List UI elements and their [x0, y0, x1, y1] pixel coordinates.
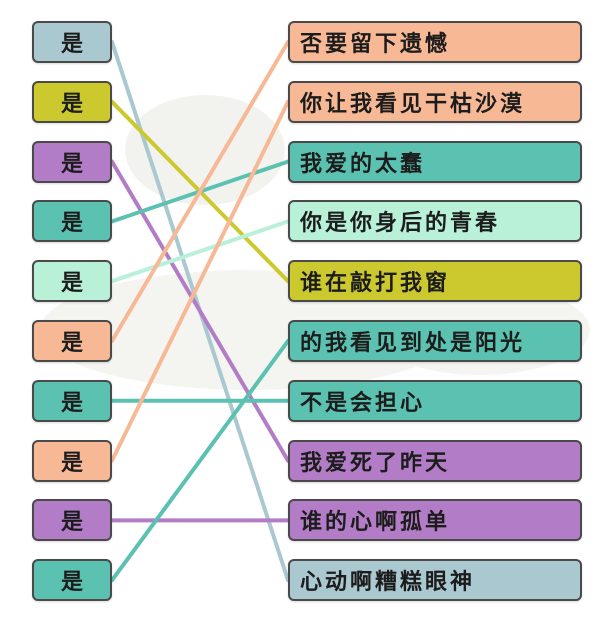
right-tile[interactable]: 谁的心啊孤单 — [288, 499, 582, 542]
right-tile-label: 你让我看见干枯沙漠 — [300, 91, 526, 117]
left-tile-label: 是 — [60, 91, 83, 117]
right-tile[interactable]: 我爱的太蠢 — [288, 140, 582, 183]
left-tile[interactable]: 是 — [32, 439, 112, 482]
right-tile[interactable]: 的我看见到处是阳光 — [288, 320, 582, 362]
left-tile[interactable]: 是 — [32, 379, 112, 422]
right-tile-label: 谁在敲打我窗 — [300, 271, 451, 297]
right-tile-label: 不是会担心 — [300, 390, 426, 416]
right-tile[interactable]: 不是会担心 — [288, 379, 582, 422]
left-tile-label: 是 — [60, 151, 83, 177]
connector-line — [110, 219, 290, 284]
left-tile-label: 是 — [60, 510, 83, 536]
left-tile-label: 是 — [60, 32, 83, 57]
connector-line — [110, 99, 290, 463]
right-tile[interactable]: 你让我看见干枯沙漠 — [288, 80, 582, 123]
right-tile[interactable]: 谁在敲打我窗 — [288, 260, 582, 303]
left-tile[interactable]: 是 — [32, 200, 112, 243]
left-tile[interactable]: 是 — [32, 260, 112, 303]
right-tile-label: 谁的心啊孤单 — [300, 510, 451, 536]
left-tile[interactable]: 是 — [32, 320, 112, 362]
left-tile[interactable]: 是 — [32, 559, 112, 602]
left-tile-label: 是 — [60, 570, 83, 596]
right-tile[interactable]: 我爱死了昨天 — [288, 439, 582, 482]
left-tile-label: 是 — [60, 450, 83, 476]
connector-line — [110, 40, 290, 343]
left-tile[interactable]: 是 — [32, 499, 112, 542]
left-tile[interactable]: 是 — [32, 80, 112, 123]
right-tile[interactable]: 否要留下遗憾 — [288, 21, 582, 63]
left-tile[interactable]: 是 — [32, 21, 112, 63]
right-tile-label: 的我看见到处是阳光 — [300, 331, 526, 356]
left-tile-label: 是 — [60, 211, 83, 237]
right-tile[interactable]: 心动啊糟糕眼神 — [288, 559, 582, 602]
connector-line — [110, 159, 290, 463]
right-tile[interactable]: 你是你身后的青春 — [288, 200, 582, 243]
connector-line — [110, 339, 290, 583]
right-tile-label: 心动啊糟糕眼神 — [300, 570, 476, 596]
right-tile-label: 我爱的太蠢 — [300, 151, 426, 177]
left-tile-label: 是 — [60, 271, 83, 297]
left-tile-label: 是 — [60, 331, 83, 356]
left-tile[interactable]: 是 — [32, 140, 112, 183]
right-tile-label: 否要留下遗憾 — [300, 32, 451, 57]
right-tile-label: 我爱死了昨天 — [300, 450, 451, 476]
left-tile-label: 是 — [60, 390, 83, 416]
right-tile-label: 你是你身后的青春 — [300, 211, 501, 237]
